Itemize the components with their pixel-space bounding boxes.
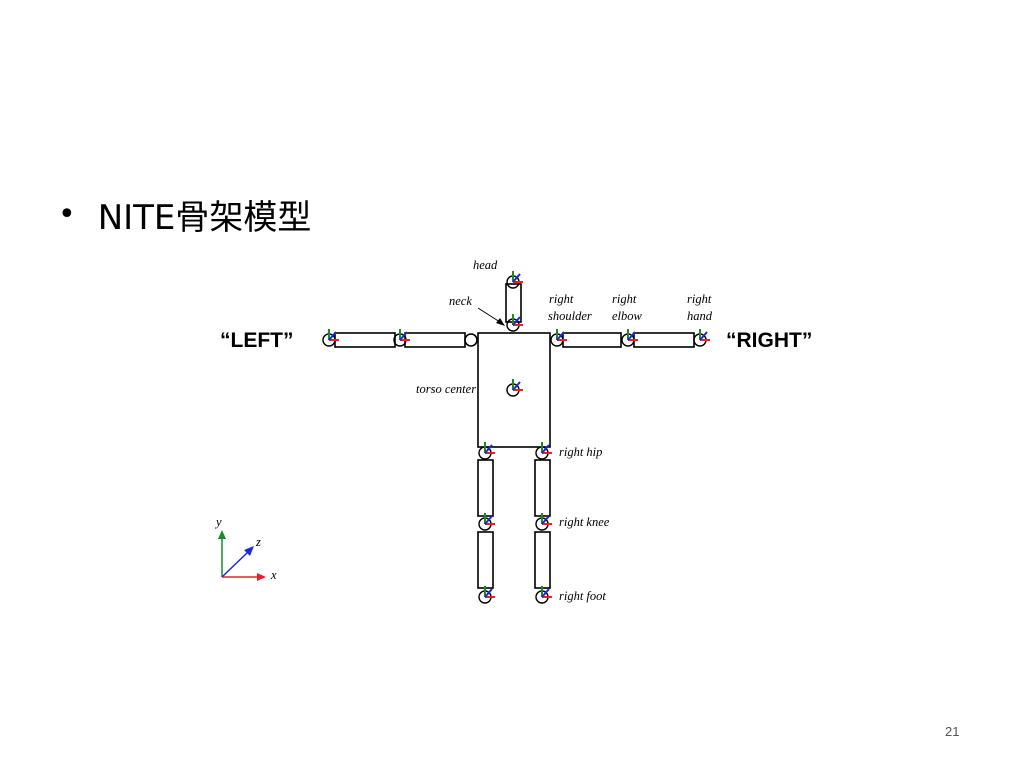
- right-foot-label: right foot: [559, 589, 606, 603]
- left-shoulder-circle: [464, 333, 478, 347]
- z-axis-arrowhead: [244, 546, 254, 556]
- x-axis-label: x: [270, 568, 277, 582]
- right-shin-segment: [534, 531, 551, 589]
- bullet-dot: •: [58, 197, 76, 232]
- right-shoulder-label-line1: right: [549, 292, 574, 306]
- right-hand-label-line1: right: [687, 292, 712, 306]
- page-number: 21: [945, 724, 960, 739]
- right-side-label: “RIGHT”: [726, 329, 812, 352]
- left-thigh-segment: [477, 459, 494, 517]
- left-side-label: “LEFT”: [220, 329, 294, 352]
- right-hand-label-line2: hand: [687, 309, 713, 323]
- left-upper-arm-segment: [404, 332, 466, 348]
- right-knee-label: right knee: [559, 515, 610, 529]
- bullet-item: • NITE骨架模型: [58, 190, 311, 239]
- z-axis-line: [221, 550, 250, 578]
- neck-label: neck: [449, 294, 472, 308]
- z-axis-label: z: [255, 535, 261, 549]
- left-forearm-segment: [334, 332, 396, 348]
- body-segments: [334, 283, 695, 589]
- right-shoulder-label-line2: shoulder: [548, 309, 592, 323]
- torso-center-label: torso center: [416, 382, 476, 396]
- right-hand-joint-marker: [693, 328, 711, 347]
- right-forearm-segment: [633, 332, 695, 348]
- y-axis-label: y: [214, 515, 222, 529]
- right-thigh-segment: [534, 459, 551, 517]
- right-elbow-label-line2: elbow: [612, 309, 643, 323]
- neck-pointer-arrowhead: [496, 318, 505, 326]
- left-shin-segment: [477, 531, 494, 589]
- y-axis-arrowhead: [218, 530, 226, 539]
- right-hip-label: right hip: [559, 445, 602, 459]
- right-upper-arm-segment: [562, 332, 622, 348]
- right-elbow-label-line1: right: [612, 292, 637, 306]
- coordinate-axes: y x z: [214, 515, 277, 582]
- slide-title: NITE骨架模型: [97, 198, 312, 238]
- head-label: head: [473, 258, 498, 272]
- x-axis-arrowhead: [257, 573, 266, 581]
